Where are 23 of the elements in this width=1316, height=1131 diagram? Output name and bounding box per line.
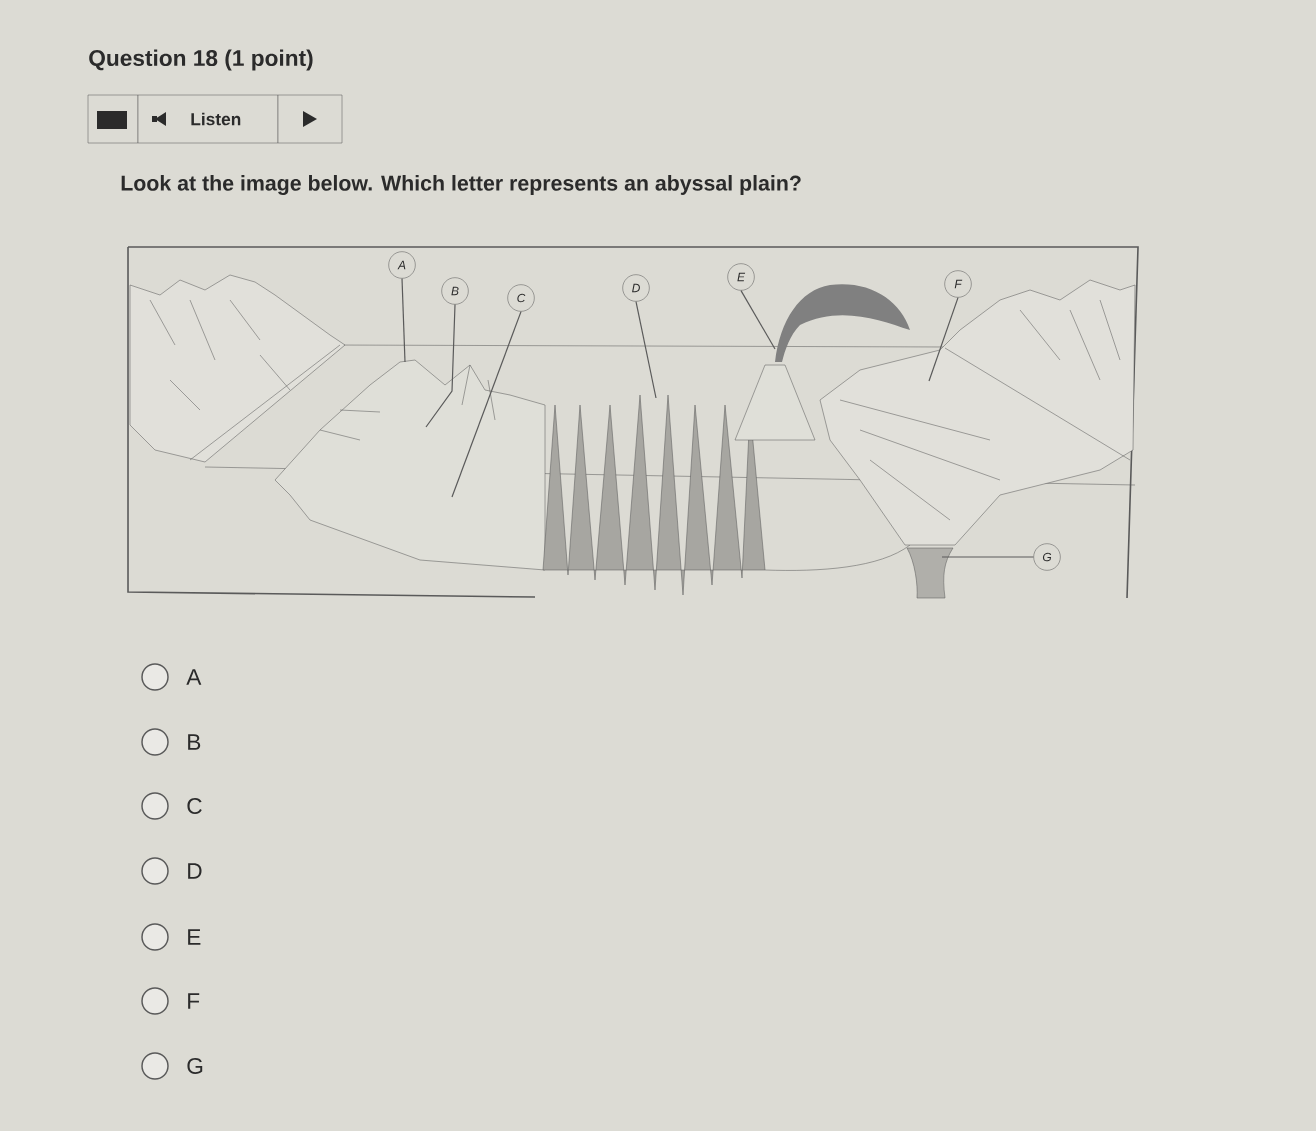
- question-title: Question 18 (1 point): [89, 49, 313, 71]
- leader-line: [425, 304, 456, 428]
- leader-line: [941, 556, 1034, 558]
- callout-letter: G: [1033, 543, 1061, 571]
- leader-line: [928, 297, 959, 382]
- callout-letter: E: [727, 263, 755, 291]
- callout-letter: C: [507, 284, 535, 312]
- callout-letter: B: [441, 277, 469, 305]
- answer-option: D: [188, 863, 202, 879]
- callout-letter: D: [622, 274, 650, 302]
- callout-letter: F: [944, 270, 972, 298]
- callout-letter: A: [388, 251, 416, 279]
- answer-option: G: [187, 1058, 203, 1075]
- leader-line: [740, 290, 776, 350]
- leader-line: [635, 301, 657, 399]
- question-text: Look at the image below. Which letter represents an abyssal plain?: [121, 175, 801, 195]
- answer-option: B: [188, 734, 201, 750]
- answer-option: C: [187, 798, 202, 815]
- leader-line: [451, 311, 522, 498]
- answer-option: F: [188, 993, 200, 1009]
- answer-option: A: [186, 669, 202, 685]
- leader-line: [401, 278, 406, 363]
- answer-option: E: [188, 929, 201, 945]
